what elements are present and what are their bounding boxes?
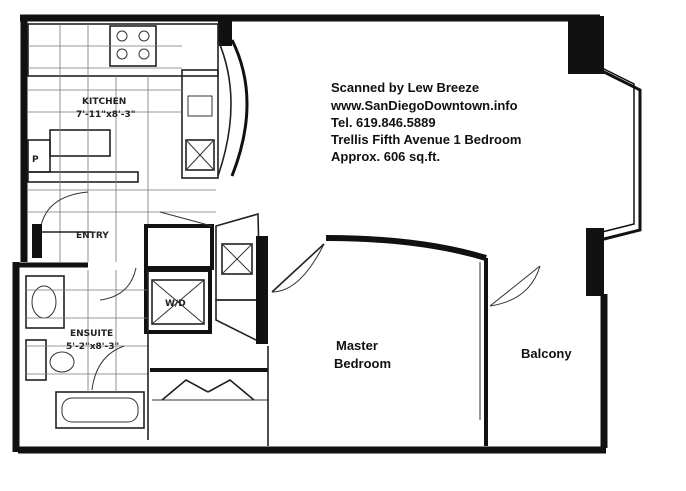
entry-label: ENTRY [76,231,109,241]
ensuite-label: ENSUITE [70,329,113,339]
master-bedroom-label-line2: Bedroom [334,356,392,371]
entry-door [32,191,92,258]
kitchen-label: KITCHEN [82,97,126,107]
ensuite-fixtures [25,267,149,440]
balcony-label: Balcony [521,346,572,361]
bedroom-walls [271,235,541,446]
closet-core: W/D [144,211,268,344]
info-scanned-by: Scanned by Lew Breeze [331,80,480,95]
info-unit-name: Trellis Fifth Avenue 1 Bedroom [331,132,522,147]
pantry-label: P [32,155,39,165]
kitchen-dim-label: 7'-11"x8'-3" [76,110,135,120]
kitchen-fixtures: P [27,23,249,183]
bedroom-closet [150,346,269,446]
wd-label: W/D [165,299,186,309]
kitchen-tiles [28,24,216,262]
master-bedroom-label-line1: Master [336,338,378,353]
info-phone: Tel. 619.846.5889 [331,115,436,130]
ensuite-dim-label: 5'-2"x8'-3" [66,342,119,352]
info-website: www.SanDiegoDowntown.info [331,98,518,113]
info-area: Approx. 606 sq.ft. [331,149,441,164]
exterior-walls [12,14,642,454]
